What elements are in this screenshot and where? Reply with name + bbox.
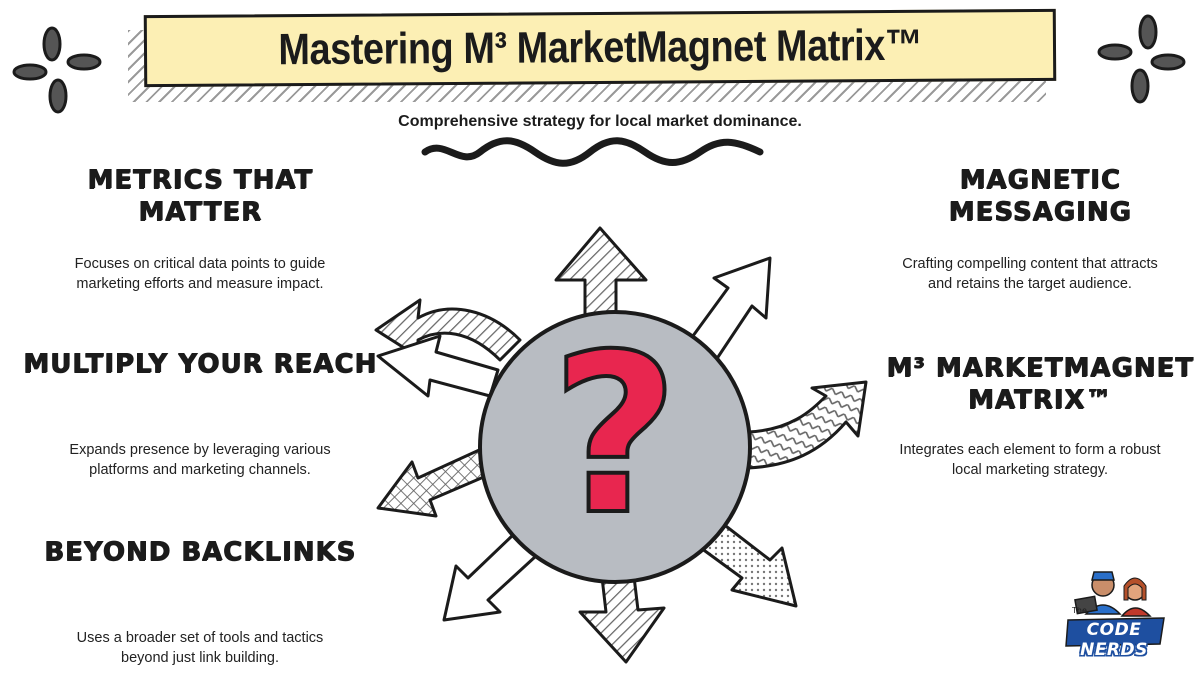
desc-line: Focuses on critical data points to guide	[74, 256, 326, 272]
squiggle-underline	[421, 137, 764, 167]
logo-small-text: The	[1072, 606, 1087, 615]
desc-line: local marketing strategy.	[951, 462, 1109, 478]
heading-line: BEYOND BACKLINKS	[43, 537, 357, 567]
center-circle	[478, 310, 752, 584]
question-mark-icon: ?	[549, 307, 681, 563]
heading-line: MATTER	[138, 197, 262, 227]
logo-text: CODE NERDS	[1080, 620, 1148, 660]
desc-line: and retains the target audience.	[928, 276, 1132, 292]
page-subtitle: Comprehensive strategy for local market …	[398, 113, 802, 130]
desc-line: Expands presence by leveraging various	[69, 442, 331, 458]
desc-line: Crafting compelling content that attract…	[902, 256, 1158, 272]
desc-beyond-backlinks: Uses a broader set of tools and tactics …	[20, 628, 380, 668]
arrow-lower-left	[376, 444, 502, 518]
heading-line: M³ MARKETMAGNET	[886, 353, 1194, 383]
heading-line: MESSAGING	[948, 197, 1132, 227]
arrow-right	[746, 380, 868, 470]
heading-line: MATRIX™	[967, 385, 1113, 415]
arrow-up-right	[688, 256, 772, 362]
arrow-bottom-right	[688, 518, 798, 608]
heading-m3-marketmagnet-matrix: M³ MARKETMAGNET MATRIX™	[880, 352, 1200, 416]
arrow-left-mid	[376, 334, 500, 398]
desc-line: marketing efforts and measure impact.	[76, 276, 324, 292]
desc-line: beyond just link building.	[121, 650, 279, 666]
desc-magnetic-messaging: Crafting compelling content that attract…	[860, 254, 1200, 294]
heading-metrics-that-matter: METRICS THAT MATTER	[40, 164, 360, 228]
desc-line: Integrates each element to form a robust	[899, 442, 1161, 458]
heading-beyond-backlinks: BEYOND BACKLINKS	[40, 536, 360, 568]
heading-line: METRICS THAT	[87, 165, 313, 195]
desc-m3-marketmagnet-matrix: Integrates each element to form a robust…	[860, 440, 1200, 480]
heading-line: MAGNETIC	[959, 165, 1121, 195]
sparkle-right-icon	[1097, 14, 1186, 104]
desc-line: platforms and marketing channels.	[89, 462, 311, 478]
logo-banner	[1065, 617, 1165, 647]
arrow-bottom-left	[442, 532, 538, 622]
heading-line: MULTIPLY YOUR REACH	[22, 349, 378, 379]
heading-multiply-your-reach: MULTIPLY YOUR REACH	[20, 348, 380, 380]
desc-line: Uses a broader set of tools and tactics	[76, 630, 324, 646]
arrows-group	[374, 226, 868, 664]
desc-metrics-that-matter: Focuses on critical data points to guide…	[20, 254, 380, 294]
desc-multiply-your-reach: Expands presence by leveraging various p…	[20, 440, 380, 480]
heading-magnetic-messaging: MAGNETIC MESSAGING	[880, 164, 1200, 228]
logo-characters-icon	[1074, 571, 1152, 617]
sparkle-left-icon	[12, 26, 102, 114]
